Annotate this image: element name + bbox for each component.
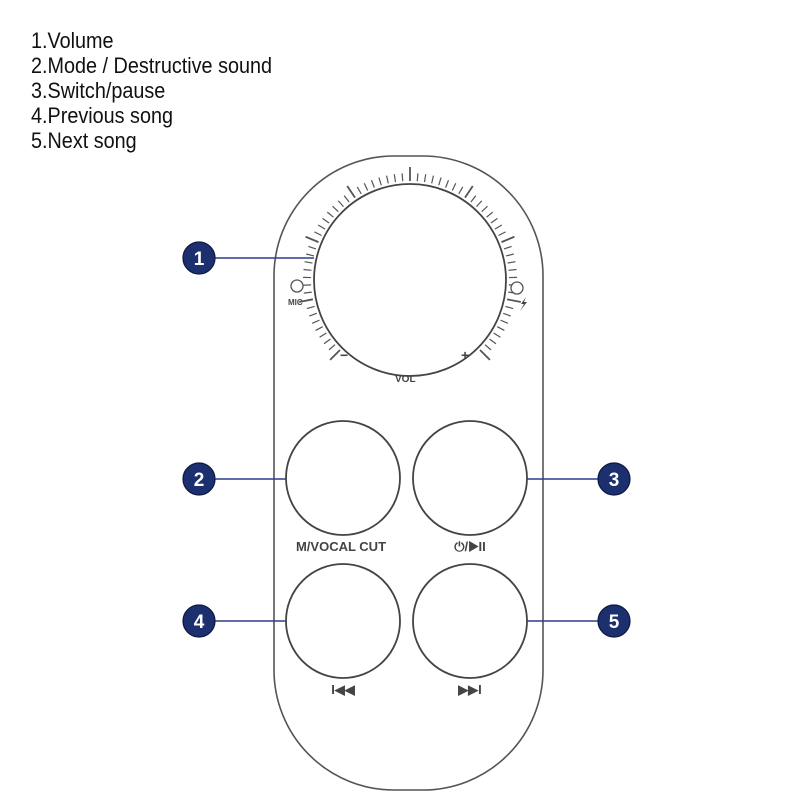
volume-scale-tick <box>500 319 509 324</box>
volume-scale-tick <box>337 200 344 208</box>
volume-scale-tick <box>308 245 317 250</box>
volume-scale-tick <box>309 312 317 317</box>
volume-scale-tick <box>458 186 464 195</box>
volume-scale-tick <box>505 305 514 310</box>
volume-scale-tick <box>476 200 483 208</box>
volume-scale-tick <box>304 261 313 264</box>
lightning-icon <box>520 297 527 311</box>
callout-2-number: 2 <box>194 470 205 491</box>
volume-knob[interactable] <box>313 183 507 377</box>
charge-indicator-icon <box>510 281 524 295</box>
volume-scale-tick <box>319 332 327 338</box>
legend-item-mode: 2.Mode / Destructive sound <box>31 53 273 78</box>
volume-scale-tick <box>481 205 488 213</box>
callout-5-number: 5 <box>609 612 620 633</box>
volume-scale-tick <box>506 298 522 303</box>
volume-scale-tick <box>445 179 450 188</box>
volume-scale-tick <box>378 177 382 186</box>
callout-4: 4 <box>182 604 216 638</box>
callout-3-number: 3 <box>609 470 620 491</box>
volume-scale-tick <box>346 185 356 199</box>
volume-scale-tick <box>503 312 511 317</box>
volume-scale-tick <box>303 268 312 271</box>
volume-scale-tick <box>490 217 498 224</box>
volume-scale-tick <box>493 332 501 338</box>
volume-scale-tick <box>322 217 330 224</box>
volume-scale-tick <box>505 253 514 257</box>
volume-scale-tick <box>431 175 435 184</box>
volume-scale-tick <box>484 344 492 351</box>
power-play-button[interactable] <box>412 420 528 536</box>
volume-scale-tick <box>328 344 336 351</box>
volume-minus-label: − <box>340 347 348 363</box>
volume-scale-tick <box>486 211 494 218</box>
volume-scale-tick <box>370 179 375 188</box>
volume-scale-tick <box>507 261 516 264</box>
callout-1: 1 <box>182 241 216 275</box>
volume-scale-tick <box>401 173 404 182</box>
volume-scale-tick <box>494 224 503 230</box>
legend-item-volume: 1.Volume <box>31 28 114 53</box>
next-song-button[interactable] <box>412 563 528 679</box>
volume-scale-tick <box>489 338 497 345</box>
legend-item-switch-pause: 3.Switch/pause <box>31 78 166 103</box>
legend-item-previous-song: 4.Previous song <box>31 103 173 128</box>
previous-song-button[interactable] <box>285 563 401 679</box>
volume-scale-tick <box>332 205 339 213</box>
volume-scale-tick <box>451 183 457 191</box>
volume-scale-tick <box>393 174 397 183</box>
volume-scale-tick <box>326 211 334 218</box>
volume-scale-tick <box>343 195 350 203</box>
volume-scale-tick <box>438 177 442 186</box>
volume-scale-tick <box>314 231 322 237</box>
volume-scale-tick <box>329 349 341 361</box>
volume-scale-tick <box>498 231 506 237</box>
volume-scale-tick <box>363 183 369 191</box>
callout-2: 2 <box>182 462 216 496</box>
device-outline <box>273 155 544 791</box>
volume-scale-tick <box>423 174 427 183</box>
callout-4-number: 4 <box>194 612 205 633</box>
volume-scale-tick <box>416 173 419 182</box>
volume-scale-tick <box>306 253 315 257</box>
mic-indicator-icon <box>290 279 304 293</box>
mic-label: MIC <box>288 298 303 307</box>
power-play-label: ⏻/▶II <box>454 539 486 554</box>
volume-scale-tick <box>508 268 517 271</box>
volume-scale-tick <box>315 326 323 331</box>
volume-scale-tick <box>305 235 319 243</box>
mode-button[interactable] <box>285 420 401 536</box>
callout-3: 3 <box>597 462 631 496</box>
volume-scale-tick <box>323 338 331 345</box>
volume-scale-tick <box>470 195 477 203</box>
next-song-icon: ▶▶I <box>457 682 482 697</box>
vol-label: VOL <box>395 374 416 385</box>
legend-item-next-song: 5.Next song <box>31 128 137 153</box>
callout-5: 5 <box>597 604 631 638</box>
volume-scale-tick <box>306 305 315 310</box>
volume-scale-tick <box>479 349 491 361</box>
volume-scale-tick <box>311 319 320 324</box>
volume-scale-tick <box>464 185 474 199</box>
volume-scale-tick <box>501 235 515 243</box>
volume-scale-tick <box>317 224 326 230</box>
volume-plus-label: + <box>461 347 469 363</box>
legend: 1.Volume 2.Mode / Destructive sound 3.Sw… <box>31 28 272 153</box>
volume-scale-tick <box>303 291 312 294</box>
previous-song-icon: I◀◀ <box>331 682 356 697</box>
callout-1-number: 1 <box>194 249 205 270</box>
volume-scale <box>298 167 522 361</box>
volume-scale-tick <box>385 175 389 184</box>
volume-scale-tick <box>503 245 512 250</box>
mode-label: M/VOCAL CUT <box>296 539 386 554</box>
volume-scale-tick <box>497 326 505 331</box>
volume-scale-tick <box>298 298 314 303</box>
volume-scale-tick <box>356 186 362 195</box>
